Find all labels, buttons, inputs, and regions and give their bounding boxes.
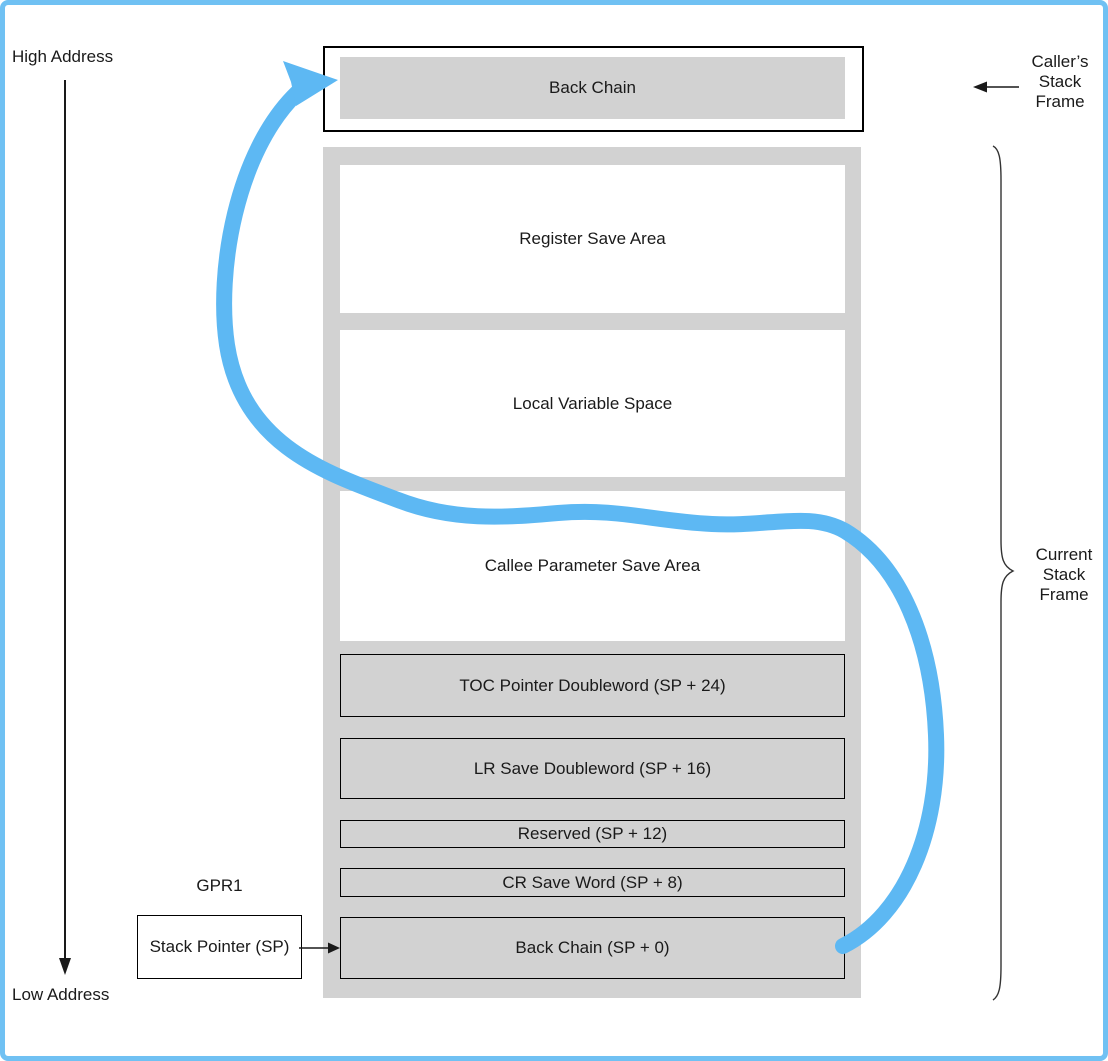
current-frame-side-label: Current Stack Frame (1024, 545, 1103, 605)
frame-row-label: Callee Parameter Save Area (484, 556, 701, 575)
low-address-label: Low Address (12, 985, 110, 1004)
caller-back-chain-box: Back Chain (323, 46, 864, 132)
caller-frame-side-label: Caller’s Stack Frame (1020, 52, 1100, 112)
caller-frame-arrowhead (973, 81, 987, 93)
frame-row-toc-pointer-doubleword: TOC Pointer Doubleword (SP + 24) (340, 654, 845, 717)
frame-row-label: LR Save Doubleword (SP + 16) (473, 758, 712, 778)
frame-row-reserved: Reserved (SP + 12) (340, 820, 845, 848)
frame-row-cr-save-word: CR Save Word (SP + 8) (340, 868, 845, 897)
current-frame-brace (992, 145, 1015, 1001)
caller-frame-line-3: Frame (1035, 92, 1085, 111)
frame-row-label: Register Save Area (519, 229, 666, 248)
high-address-label: High Address (12, 47, 114, 66)
caller-back-chain-label: Back Chain (549, 78, 636, 97)
frame-row-callee-parameter-save-area: Callee Parameter Save Area (340, 491, 845, 641)
stack-pointer-box: Stack Pointer (SP) (137, 915, 302, 979)
frame-row-label: Local Variable Space (512, 393, 673, 413)
frame-row-back-chain: Back Chain (SP + 0) (340, 917, 845, 979)
current-stack-frame-container: Register Save Area Local Variable Space … (323, 147, 861, 998)
frame-row-label: Back Chain (SP + 0) (515, 938, 670, 957)
frame-row-label: CR Save Word (SP + 8) (502, 872, 683, 892)
gpr1-label: GPR1 (196, 876, 243, 895)
address-direction-arrowhead (59, 958, 71, 975)
caller-frame-line-2: Stack (1038, 72, 1082, 91)
frame-row-label: TOC Pointer Doubleword (SP + 24) (459, 675, 726, 695)
current-frame-line-3: Frame (1039, 585, 1089, 604)
current-frame-line-1: Current (1035, 545, 1093, 564)
caller-frame-line-1: Caller’s (1031, 52, 1089, 71)
frame-row-lr-save-doubleword: LR Save Doubleword (SP + 16) (340, 738, 845, 799)
current-frame-line-2: Stack (1042, 565, 1086, 584)
frame-row-label: Reserved (SP + 12) (517, 824, 668, 843)
frame-row-local-variable-space: Local Variable Space (340, 330, 845, 477)
frame-row-register-save-area: Register Save Area (340, 165, 845, 313)
stack-pointer-label: Stack Pointer (SP) (149, 937, 290, 956)
caller-back-chain-cell: Back Chain (340, 57, 845, 119)
